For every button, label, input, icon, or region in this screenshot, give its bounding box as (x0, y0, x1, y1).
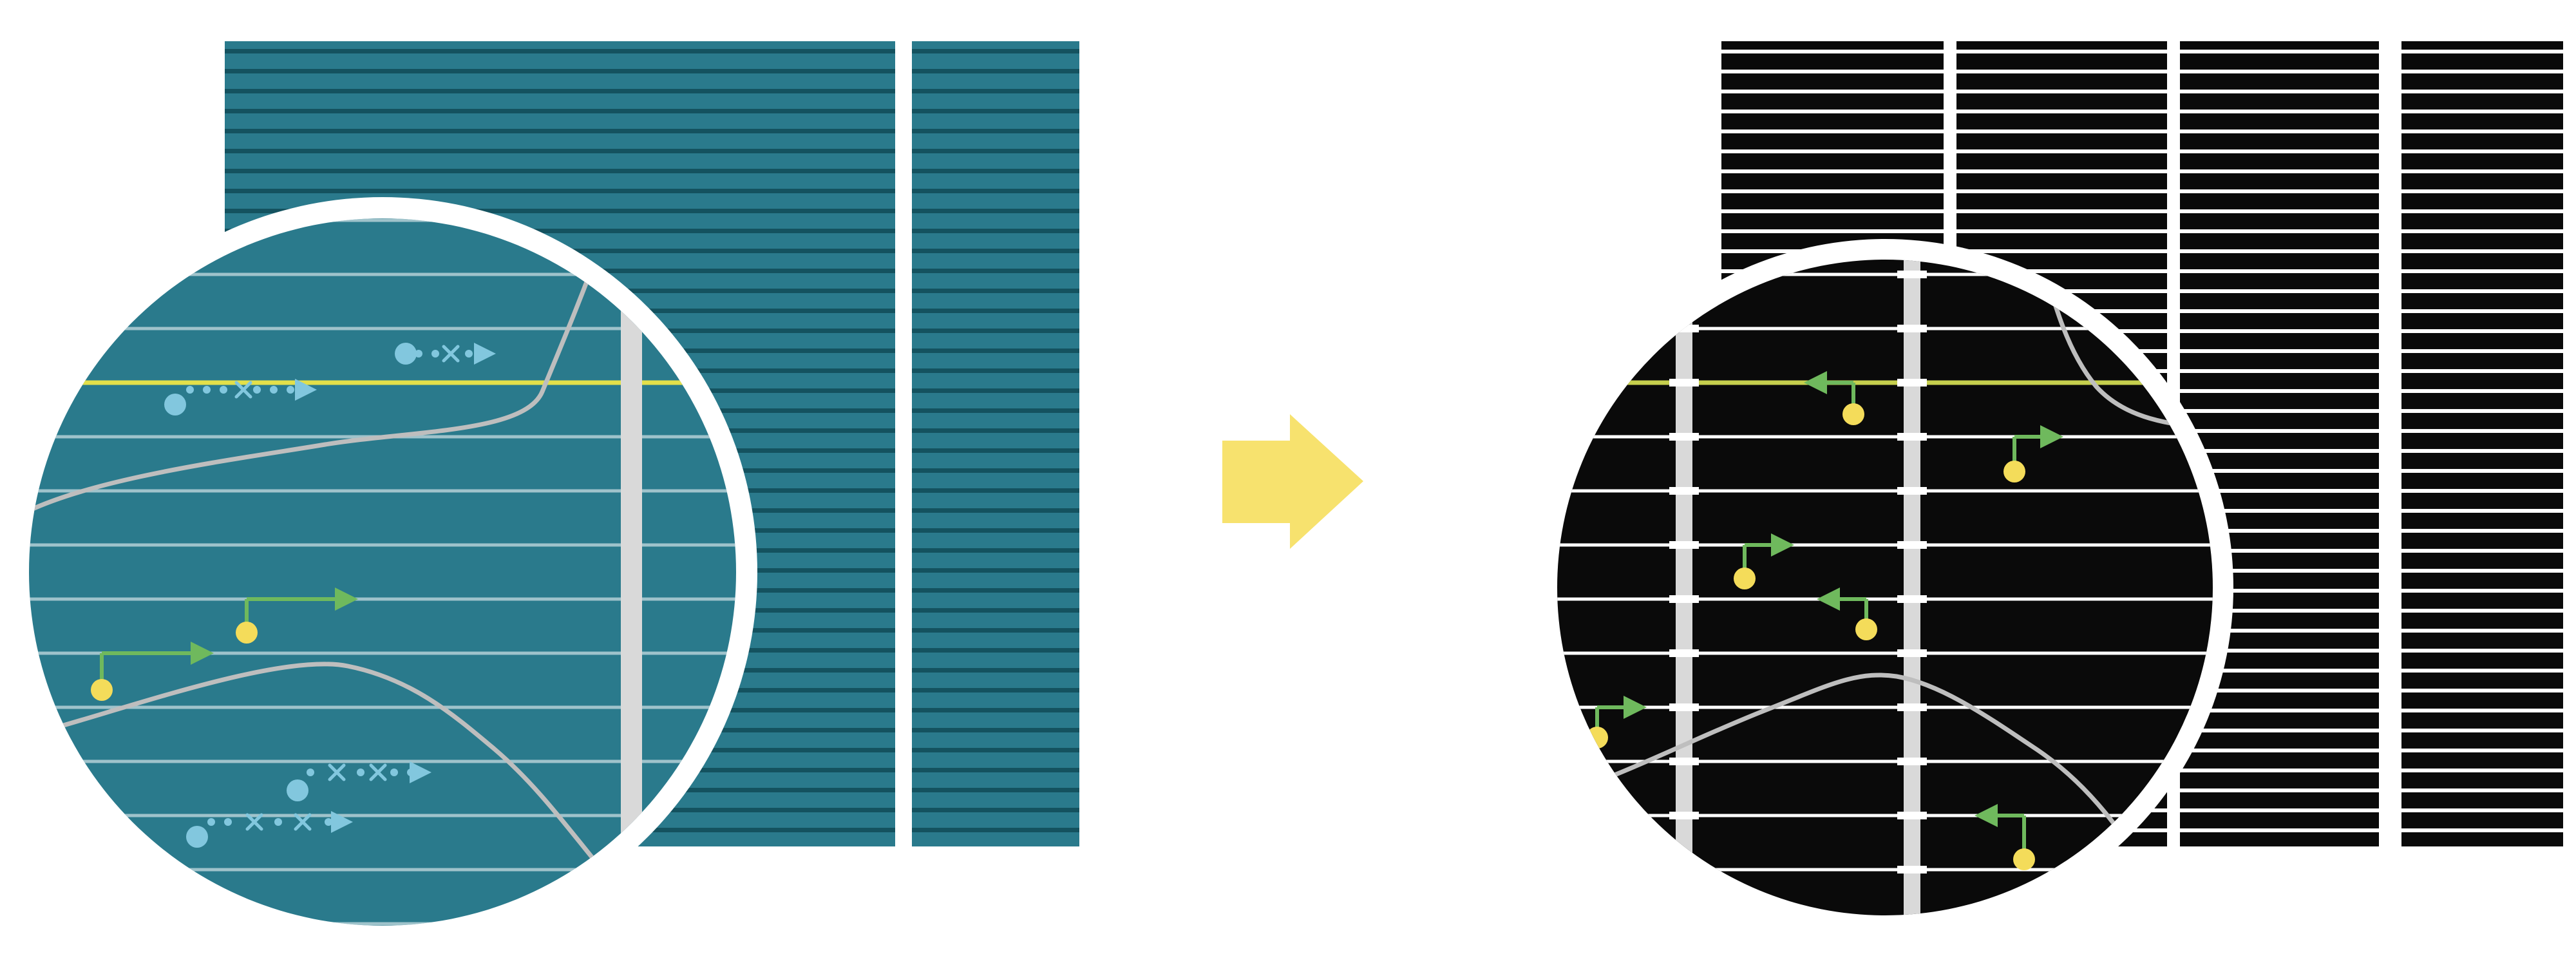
trail-dot (186, 386, 194, 394)
transition-arrow (1222, 414, 1363, 549)
busbar-contact (1669, 487, 1699, 495)
trail-dot (287, 386, 294, 394)
carrier-dot (236, 622, 258, 644)
trail-dot (431, 350, 439, 358)
trail-dot (203, 386, 211, 394)
lost-electron (287, 761, 431, 801)
busbar-contact (1669, 703, 1699, 711)
left-magnifier-circle (8, 197, 757, 947)
magnified-cell-surface (1557, 260, 2213, 915)
recombination-x-mark (442, 345, 460, 363)
cell-side-column (912, 41, 1079, 846)
lost-electron (186, 811, 353, 848)
busbar-contact (1897, 649, 1927, 657)
busbar-contact (1897, 433, 1927, 441)
busbar-contact (1897, 758, 1927, 765)
busbar-contact (1897, 595, 1927, 603)
busbar-contact (1897, 812, 1927, 819)
electron-dot (164, 394, 186, 415)
busbar (621, 218, 642, 926)
carrier-arrowhead-icon (1624, 696, 1647, 719)
grain-boundary-line (29, 229, 608, 518)
trail-arrowhead-icon (474, 343, 496, 365)
trail-dot (274, 818, 282, 826)
trail-arrowhead-icon (331, 811, 353, 833)
trail-dot (357, 769, 365, 776)
busbar-contact (1669, 271, 1699, 278)
busbar-contact (1669, 649, 1699, 657)
lost-electron (164, 379, 317, 415)
grain-boundary-line (1557, 673, 2157, 888)
trail-dot (207, 818, 215, 826)
busbar (1904, 260, 1920, 915)
busbar-contact (1669, 433, 1699, 441)
collected-carrier (1804, 371, 1864, 425)
carrier-arrowhead-icon (1804, 371, 1827, 394)
collected-carrier (1975, 804, 2035, 870)
trail-dot (390, 769, 398, 776)
busbar-contact (1669, 595, 1699, 603)
recombination-x-mark (234, 381, 252, 399)
carrier-dot (2013, 848, 2035, 870)
carrier-arrowhead-icon (1771, 533, 1794, 557)
trail-dot (465, 350, 473, 358)
busbar-contact (1897, 866, 1927, 874)
carrier-arrowhead-icon (191, 642, 214, 665)
carrier-arrowhead-icon (1975, 804, 1998, 827)
carrier-dot (1855, 618, 1877, 640)
carrier-arrowhead-icon (335, 587, 358, 611)
electron-dot (287, 779, 308, 801)
recombination-x-mark (245, 813, 263, 831)
busbar-contact (1897, 703, 1927, 711)
carrier-dot (91, 679, 113, 701)
busbar-contact (1897, 379, 1927, 387)
carrier-arrowhead-icon (1817, 587, 1840, 611)
carrier-dot (2003, 461, 2025, 482)
collected-carrier (1586, 696, 1647, 749)
trail-dot (307, 769, 314, 776)
busbar-contact (1669, 812, 1699, 819)
busbar-contact (1897, 325, 1927, 332)
trail-arrowhead-icon (410, 761, 431, 783)
transition-arrow-icon (1222, 414, 1363, 549)
carrier-dot (1842, 403, 1864, 425)
busbar (1676, 260, 1692, 915)
busbar-contact (1897, 541, 1927, 549)
recombination-x-mark (328, 763, 346, 781)
collected-carrier (1734, 533, 1794, 589)
busbar-contact (1897, 487, 1927, 495)
trail-dot (253, 386, 261, 394)
trail-dot (224, 818, 232, 826)
electron-dot (395, 343, 417, 365)
cell-side-column (2401, 41, 2563, 846)
collected-carrier (236, 587, 358, 644)
trail-dot (415, 350, 422, 358)
trail-dot (220, 386, 227, 394)
lost-electron (395, 343, 496, 365)
busbar-contact (1669, 541, 1699, 549)
recombination-x-mark (369, 763, 387, 781)
collected-carrier (2003, 425, 2063, 482)
carrier-arrowhead-icon (2040, 425, 2063, 448)
trail-arrowhead-icon (295, 379, 317, 401)
electron-dot (186, 826, 208, 848)
collected-carrier (91, 642, 214, 701)
busbar-contact (1669, 379, 1699, 387)
magnified-cell-surface (29, 218, 736, 926)
grain-boundary-line (29, 662, 605, 872)
collected-carrier (1817, 587, 1877, 640)
trail-dot (325, 818, 332, 826)
recombination-x-mark (294, 813, 312, 831)
trail-dot (270, 386, 278, 394)
busbar-contact (1669, 758, 1699, 765)
busbar-contact (1897, 271, 1927, 278)
carrier-dot (1734, 568, 1756, 589)
